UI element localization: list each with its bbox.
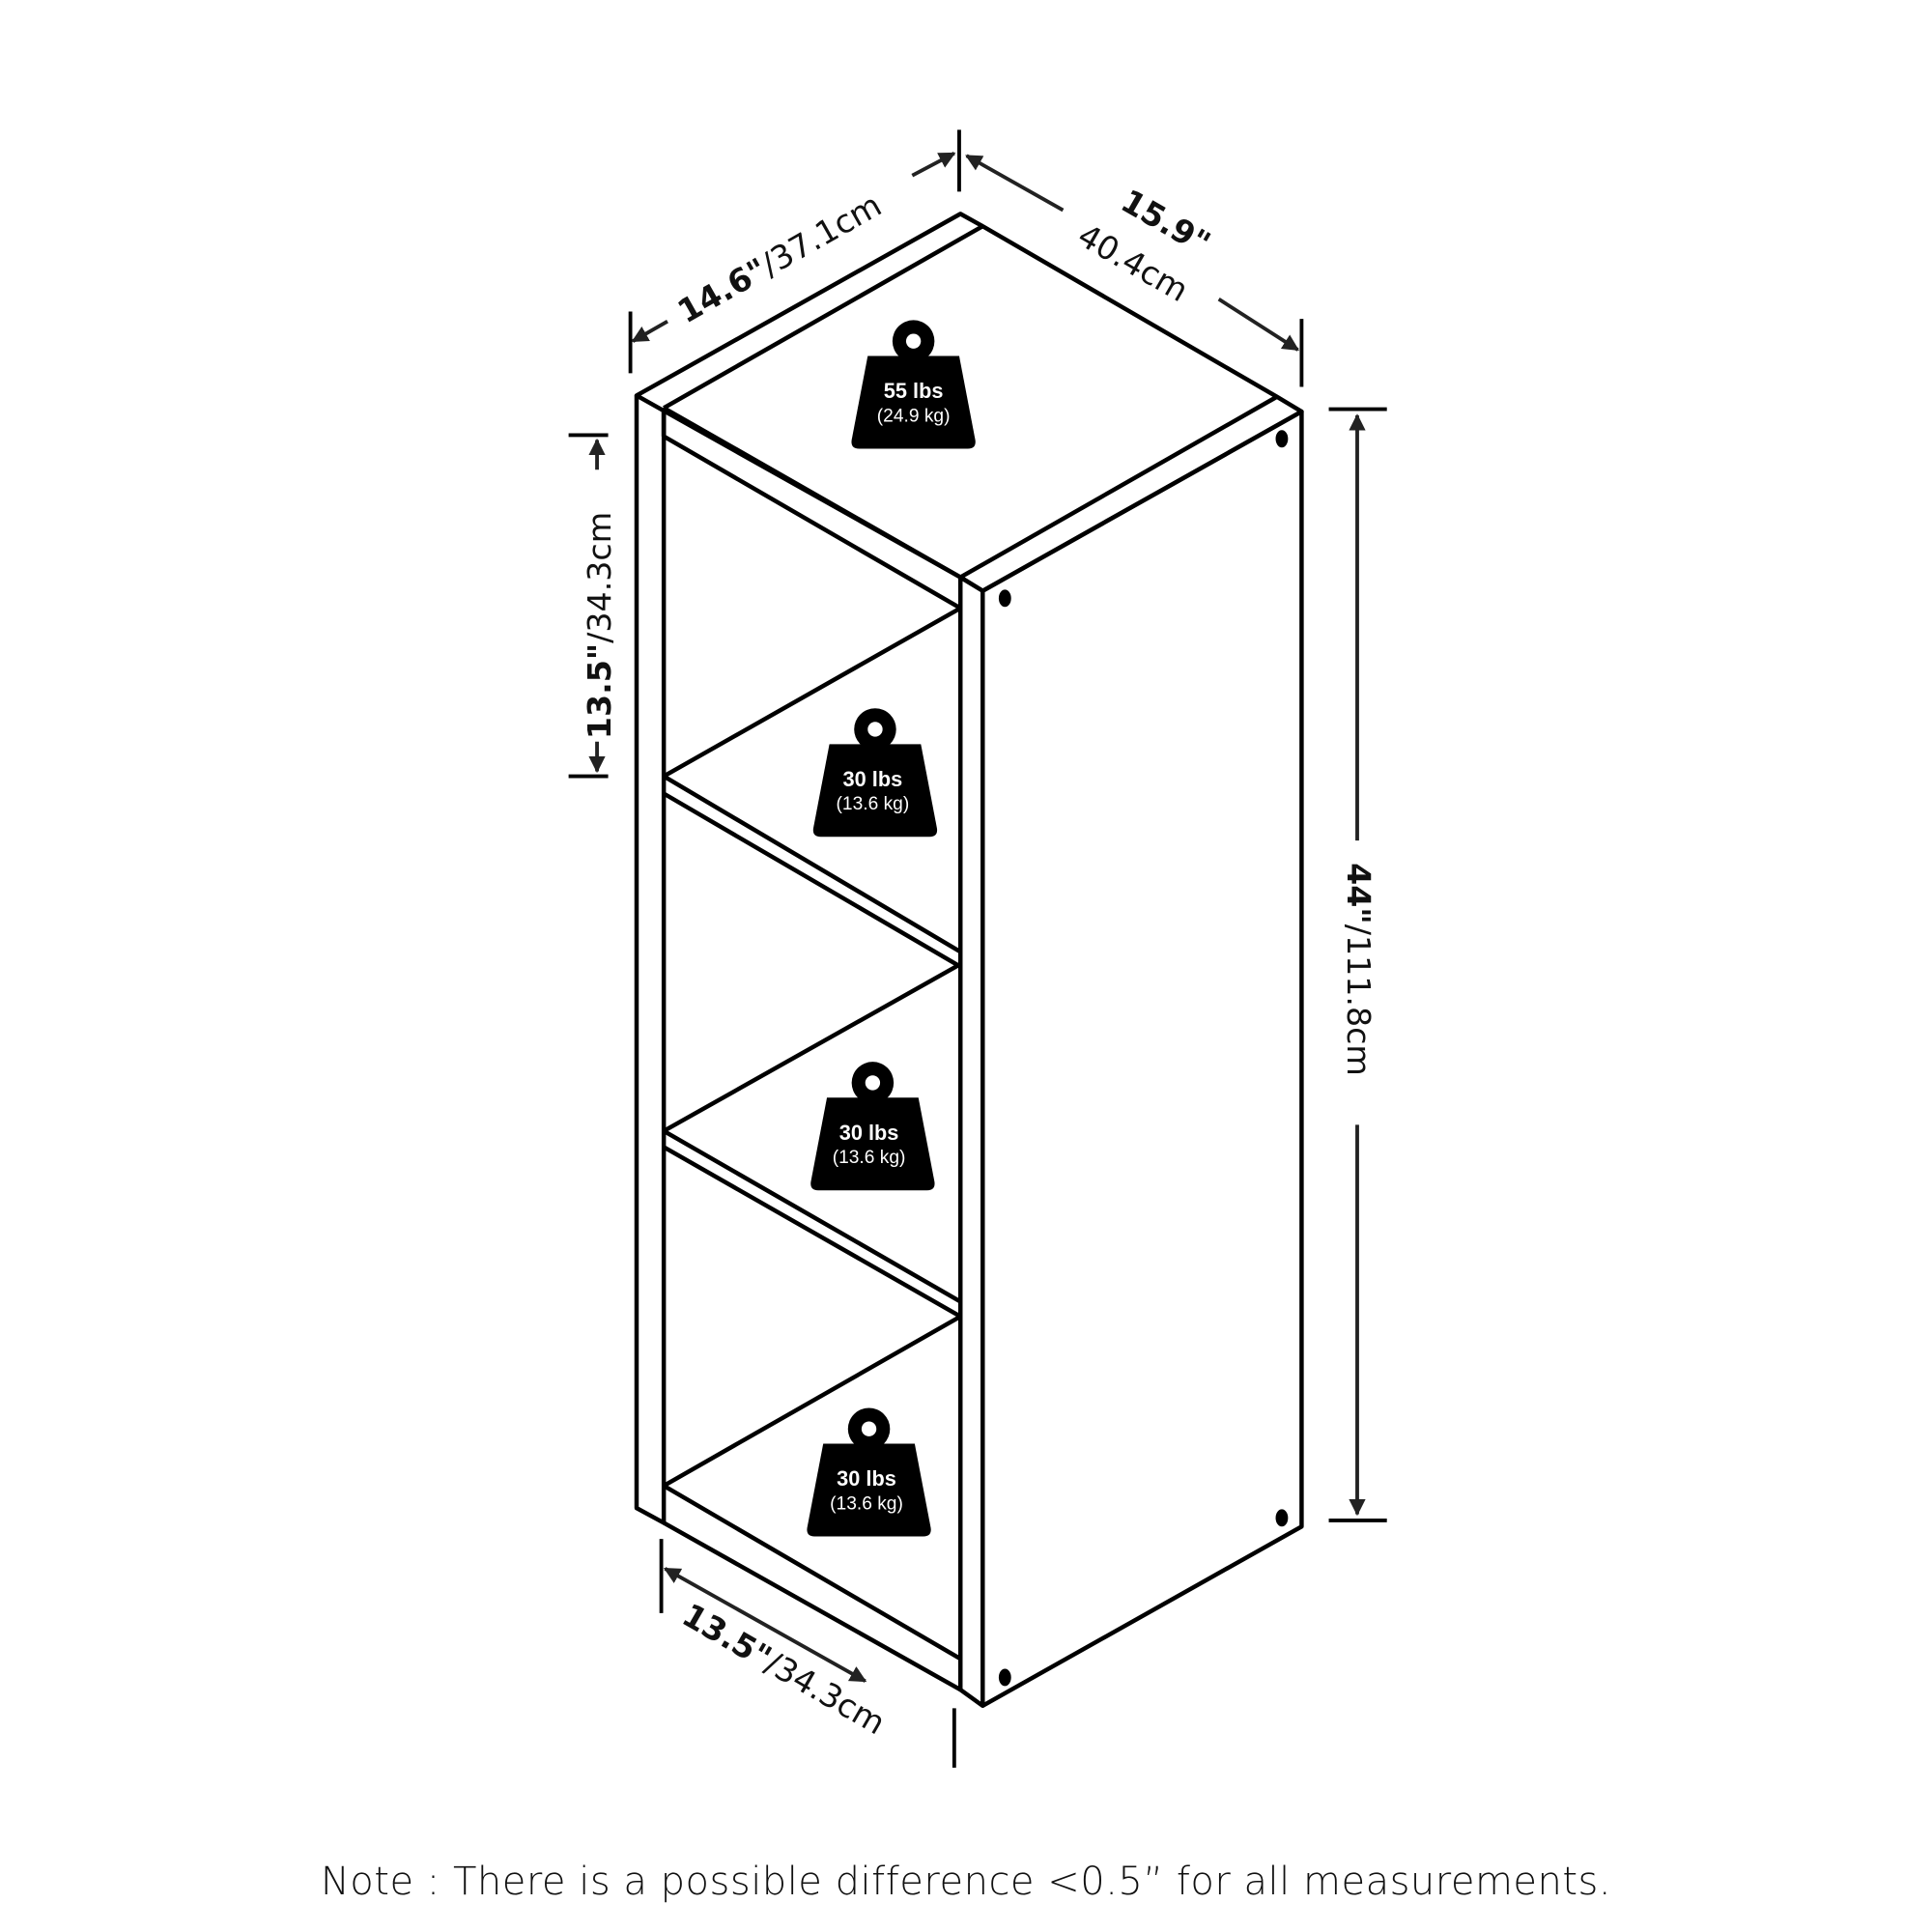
arrow-down-right-icon — [1217, 298, 1300, 352]
arrow-up-left-icon — [965, 154, 1065, 213]
screw-holes — [998, 430, 1289, 1687]
weight-body-icon — [851, 355, 976, 449]
screw-hole-icon — [998, 1668, 1011, 1687]
weight-icon-shelf-2: 30 lbs (13.6 kg) — [810, 1062, 935, 1191]
dimension-overall-height: 44"/111.8cm — [1328, 407, 1387, 1522]
right-side-panel — [981, 409, 1304, 1708]
shelf-unit-drawing — [634, 212, 1304, 1709]
shelf-1 — [662, 606, 962, 969]
dimension-label: 13.5"/34.3cm — [581, 512, 618, 739]
double-arrow-icon — [663, 1567, 867, 1683]
dimension-label: 44"/111.8cm — [1340, 863, 1378, 1076]
weight-body-icon — [812, 744, 938, 838]
shelf-2 — [663, 962, 962, 1319]
shelf-3 — [663, 1314, 962, 1489]
top-right-edge — [959, 394, 1278, 580]
front-corner-edges — [958, 577, 985, 1709]
left-side-panel — [634, 395, 667, 1525]
dimension-bottom-depth: 13.5"/34.3cm — [659, 1539, 956, 1768]
screw-hole-icon — [1275, 1509, 1289, 1527]
weight-icon-shelf-3: 30 lbs (13.6 kg) — [807, 1407, 931, 1537]
weight-lbs-label: 55 lbs — [884, 379, 944, 403]
arrow-left-icon — [631, 320, 668, 343]
screw-hole-icon — [1275, 430, 1289, 448]
top-inner-lip — [661, 408, 962, 611]
measurement-note: Note : There is a possible difference <0… — [320, 1860, 1612, 1904]
screw-hole-icon — [998, 589, 1011, 608]
weight-kg-label: (13.6 kg) — [833, 1148, 906, 1168]
dimension-top-depth: 15.9" 40.4cm — [965, 154, 1304, 387]
arrow-right-icon — [911, 151, 956, 178]
dimension-cube-height: 13.5"/34.3cm — [568, 433, 618, 779]
weight-kg-label: (13.6 kg) — [837, 794, 910, 814]
weight-body-icon — [810, 1097, 935, 1191]
weight-body-icon — [807, 1443, 931, 1537]
weight-lbs-label: 30 lbs — [837, 1466, 896, 1491]
weight-lbs-label: 30 lbs — [843, 767, 903, 791]
dimension-label: 14.6"/37.1cm — [671, 185, 888, 330]
weight-lbs-label: 30 lbs — [839, 1121, 899, 1145]
weight-icon-top: 55 lbs (24.9 kg) — [851, 320, 976, 449]
weight-kg-label: (24.9 kg) — [877, 406, 951, 426]
weight-icon-shelf-1: 30 lbs (13.6 kg) — [812, 708, 938, 838]
weight-kg-label: (13.6 kg) — [830, 1493, 903, 1514]
dimension-label: 13.5"/34.3cm — [676, 1596, 892, 1742]
